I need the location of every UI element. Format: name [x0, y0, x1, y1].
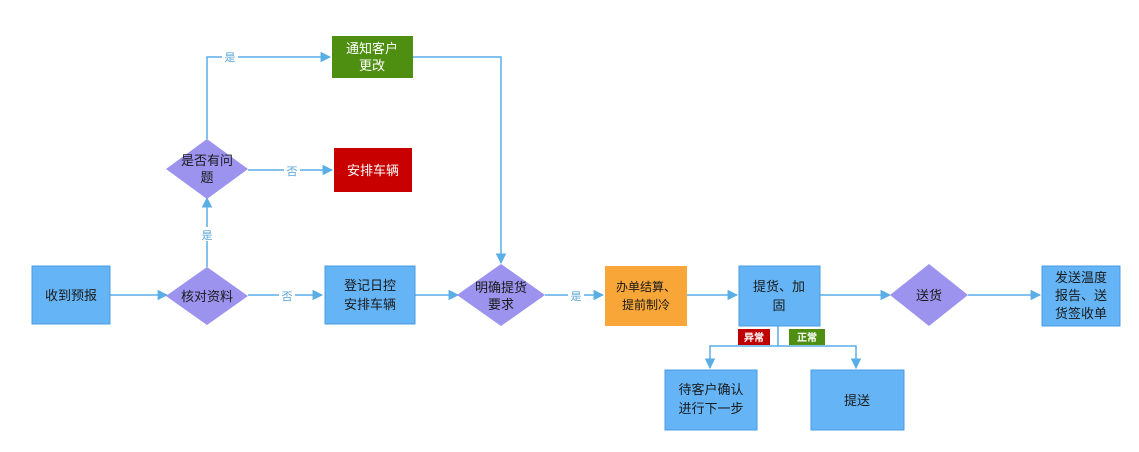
tag-abnormal: 异常 [738, 329, 770, 345]
node-settle[interactable]: 办单结算、 提前制冷 [605, 266, 687, 326]
node-register[interactable]: 登记日控 安排车辆 [324, 265, 416, 325]
svg-text:是否有问: 是否有问 [181, 154, 233, 169]
svg-text:固: 固 [772, 299, 785, 314]
svg-text:题: 题 [200, 171, 213, 186]
svg-text:发送温度: 发送温度 [1055, 270, 1107, 286]
node-deliver[interactable]: 送货 [890, 264, 968, 326]
svg-text:正常: 正常 [797, 331, 817, 344]
svg-text:办单结算、: 办单结算、 [616, 279, 676, 294]
edge-label-no-mid: 否 [287, 165, 298, 178]
edges [110, 51, 1042, 370]
node-receive-forecast[interactable]: 收到预报 [31, 265, 111, 325]
svg-text:待客户确认: 待客户确认 [678, 382, 743, 398]
node-notify-customer[interactable]: 通知客户 更改 [332, 36, 413, 78]
svg-text:核对资料: 核对资料 [181, 290, 233, 305]
edge-label-yes-up: 是 [202, 229, 213, 242]
edge-label-no-right: 否 [282, 290, 293, 303]
svg-text:明确提货: 明确提货 [475, 280, 527, 296]
svg-text:提送: 提送 [844, 393, 870, 409]
svg-text:要求: 要求 [488, 298, 514, 313]
svg-text:收到预报: 收到预报 [45, 289, 97, 304]
node-confirm-pickup[interactable]: 明确提货 要求 [457, 264, 545, 326]
edge-label-yes-confirm: 是 [571, 290, 582, 303]
svg-text:货签收单: 货签收单 [1055, 306, 1107, 322]
edge-problem-to-notify [206, 51, 332, 139]
svg-text:提货、加: 提货、加 [753, 279, 805, 295]
edge-pickup-to-wait [704, 326, 779, 370]
node-has-problem[interactable]: 是否有问 题 [166, 139, 248, 199]
svg-text:安排车辆: 安排车辆 [344, 297, 396, 313]
node-dispatch[interactable]: 提送 [810, 369, 905, 431]
tag-normal: 正常 [789, 329, 825, 345]
svg-text:安排车辆: 安排车辆 [347, 163, 399, 179]
svg-text:报告、送: 报告、送 [1055, 289, 1107, 304]
svg-text:更改: 更改 [359, 59, 385, 74]
svg-text:进行下一步: 进行下一步 [678, 402, 743, 417]
edge-pickup-to-dispatch [778, 345, 862, 370]
svg-text:送货: 送货 [916, 288, 942, 304]
svg-text:提前制冷: 提前制冷 [622, 297, 670, 312]
svg-text:登记日控: 登记日控 [344, 279, 396, 294]
edge-notify-to-confirm [413, 56, 507, 265]
svg-text:通知客户: 通知客户 [346, 41, 398, 57]
node-pickup[interactable]: 提货、加 固 [738, 265, 821, 327]
node-wait-confirm[interactable]: 待客户确认 进行下一步 [664, 369, 758, 431]
edge-label-yes-top: 是 [225, 51, 236, 64]
svg-text:异常: 异常 [744, 331, 764, 344]
node-send-report[interactable]: 发送温度 报告、送 货签收单 [1041, 265, 1121, 327]
node-check-docs[interactable]: 核对资料 [166, 267, 248, 325]
node-arrange-vehicle-red[interactable]: 安排车辆 [334, 148, 412, 192]
